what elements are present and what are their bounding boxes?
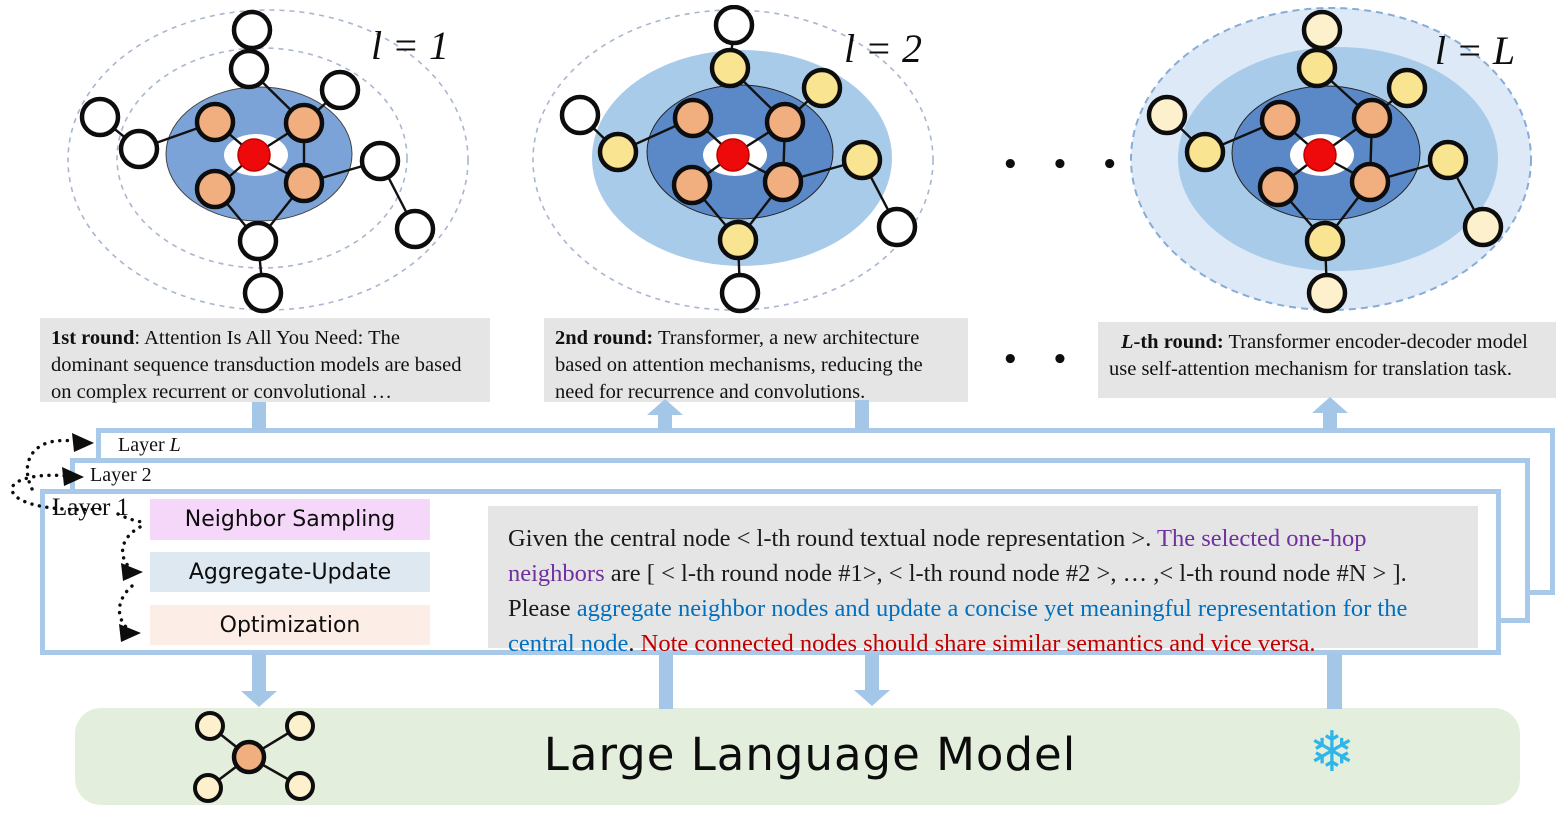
- one-hop-nodes: [194, 101, 325, 210]
- central-node: [237, 138, 271, 172]
- one-hop-nodes: [671, 97, 806, 206]
- module-optimization: Optimization: [150, 605, 430, 645]
- two-hop-nodes: [1184, 47, 1469, 262]
- ellipsis-graphs: • • •: [1002, 150, 1130, 180]
- graph-icon-center-node: [231, 739, 267, 775]
- llm-title: Large Language Model: [543, 728, 1077, 781]
- prompt-segment-black: .: [628, 630, 641, 657]
- outer-nodes: [559, 5, 918, 314]
- prompt-segment-red: Note connected nodes should share simila…: [640, 630, 1316, 657]
- round-1-label: l = 1: [370, 23, 450, 68]
- layer-1-label: Layer 1: [52, 494, 130, 521]
- prompt-segment-purple: The selected one-hop neighbors: [508, 525, 1367, 587]
- caption-round-2: 2nd round: Transformer, a new architectu…: [544, 318, 968, 403]
- graph-round-1: [67, 9, 469, 314]
- caption-2-bold: 2nd round:: [555, 327, 654, 349]
- central-node: [1303, 138, 1337, 172]
- outer-nodes: [79, 9, 436, 314]
- down-connector-llm-4: [1327, 653, 1342, 709]
- module-neighbor-sampling: Neighbor Sampling: [150, 499, 430, 540]
- layer-L-label: Layer L: [118, 434, 181, 456]
- caption-2-text: Transformer, a new architecture based on…: [555, 327, 923, 403]
- caption-L-bold-italic: L: [1121, 331, 1134, 353]
- caption-L-text: Transformer encoder-decoder model use se…: [1109, 331, 1528, 380]
- down-arrow-llm-1: [241, 653, 277, 707]
- outer-nodes: [1146, 9, 1504, 314]
- layer-2-label: Layer 2: [90, 464, 152, 486]
- down-connector-llm-2: [659, 653, 673, 709]
- llm-prompt-text: Given the central node < l-th round text…: [488, 506, 1478, 657]
- central-node: [716, 138, 750, 172]
- inner-dashed-ring: [116, 47, 408, 269]
- caption-round-L: L-th round: Transformer encoder-decoder …: [1098, 322, 1556, 398]
- prompt-segment-blue: aggregate neighbor nodes and update a co…: [508, 595, 1408, 657]
- caption-L-bold: -th round:: [1133, 331, 1224, 353]
- round-2-label: l = 2: [843, 26, 923, 71]
- llm-box: [75, 708, 1520, 805]
- caption-1-bold: 1st round: [51, 327, 135, 349]
- module-aggregate-update: Aggregate-Update: [150, 552, 430, 592]
- prompt-segment-black: Given the central node < l-th round text…: [508, 525, 1158, 552]
- caption-1-text: : Attention Is All You Need: The dominan…: [51, 327, 462, 403]
- two-hop-nodes: [597, 47, 883, 261]
- outer-dashed-ring: [67, 9, 469, 311]
- up-arrow-to-caption-L: [1312, 397, 1348, 430]
- outer-dashed-ring: [532, 9, 934, 311]
- caption-round-1: 1st round: Attention Is All You Need: Th…: [40, 318, 490, 403]
- graph-icon: [193, 711, 315, 803]
- one-hop-nodes: [1257, 97, 1393, 208]
- graph-round-L: [1130, 7, 1532, 314]
- arrowhead-layer-L: [72, 433, 94, 452]
- prompt-segment-black: are [ < l-th round node #1>, < l-th roun…: [508, 560, 1407, 622]
- graph-round-2: [532, 5, 934, 314]
- round-L-label: l = L: [1434, 28, 1516, 73]
- layer-llm-connectors: [241, 653, 1342, 709]
- snowflake-icon: ❄: [1308, 720, 1356, 785]
- down-connector-1: [252, 402, 266, 430]
